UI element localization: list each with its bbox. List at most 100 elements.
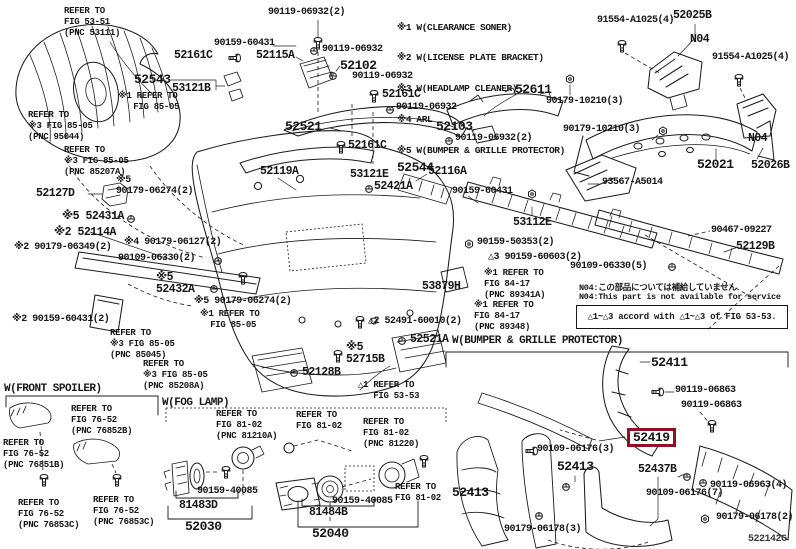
variant-legend: ※1 W(CLEARANCE SONER) ※2 W(LICENSE PLATE… (397, 2, 565, 177)
part-label: 90159-60431 (214, 38, 275, 49)
part-label: 52103 (436, 119, 473, 134)
part-label: ※1 REFER TO FIG 84-17 (PNC 89341A) (484, 268, 546, 300)
accord-note-box: △1~△3 accord with △1~△3 of FIG 53-53. (576, 305, 788, 329)
part-label: 52128B (302, 366, 341, 379)
part-label: ※5 90179-06274(2) (116, 175, 194, 197)
legend-item: ※1 W(CLEARANCE SONER) (397, 21, 512, 33)
part-label: 52161C (348, 139, 387, 152)
part-label: 90179-10210(3) (563, 124, 641, 135)
part-label: 90119-06932 (352, 71, 413, 82)
part-label: 52521 (285, 119, 322, 134)
part-label: 52413 (557, 459, 594, 474)
part-label: N04 (748, 132, 768, 145)
part-label: 52116A (428, 165, 467, 178)
part-label: 90109-06330(5) (570, 261, 648, 272)
part-label: 90119-06932(2) (455, 133, 533, 144)
part-label: 90119-06932 (396, 102, 457, 113)
part-label: 90159-40085 (197, 486, 258, 497)
part-label: 90119-06863 (681, 400, 742, 411)
legend-item: ※2 W(LICENSE PLATE BRACKET) (397, 52, 544, 64)
part-label: 90159-60431 (452, 186, 513, 197)
part-label: 90119-06963(4) (710, 480, 788, 491)
part-label: REFER TO FIG 81-02 (PNC 81210A) (216, 409, 278, 441)
part-label: 52544 (397, 160, 434, 175)
part-label: 52030 (185, 519, 222, 534)
part-label: ※1 REFER TO FIG 85-05 (118, 91, 180, 112)
part-label: REFER TO FIG 81-02 (296, 410, 342, 431)
part-label: 93567-A5014 (602, 177, 663, 188)
legend-item: ※5 W(BUMPER & GRILLE PROTECTOR) (397, 145, 565, 157)
part-label: 52161C (382, 88, 421, 101)
part-label: 91554-A1025(4) (712, 52, 790, 63)
part-label: 53121E (350, 168, 389, 181)
part-label: REFER TO FIG 76-52 (PNC 76853C) (93, 495, 155, 527)
part-label: 90159-40085 (332, 496, 393, 507)
part-label: REFER TO ※3 FIG 85-05 (PNC 85045) (110, 328, 175, 360)
part-label: REFER TO ※3 FIG 85-05 (PNC 95044) (28, 110, 93, 142)
part-label: △2 52491-60010(2) (368, 316, 462, 327)
part-label: REFER TO ※3 FIG 85-05 (PNC 85207A) (64, 145, 129, 177)
part-label: ※2 90159-60431(2) (12, 314, 110, 325)
part-label: 90109-06330(2) (118, 253, 196, 264)
part-label: 91554-A1025(4) (597, 15, 675, 26)
part-label: 53121B (172, 82, 211, 95)
part-label: 52119A (260, 165, 299, 178)
part-label: 52521A (410, 333, 449, 346)
part-label: REFER TO FIG 76-52 (PNC 76852B) (71, 404, 133, 436)
part-label: 52021 (697, 157, 734, 172)
part-label: 90467-09227 (711, 225, 772, 236)
part-label: 52543 (134, 72, 171, 87)
part-label: △1 REFER TO FIG 53-53 (358, 380, 420, 401)
part-label: 52026B (751, 159, 790, 172)
part-label: 81483D (179, 499, 218, 512)
part-label: 52421A (374, 180, 413, 193)
figure-code: 522142G (748, 534, 787, 545)
part-label: REFER TO FIG 76-52 (PNC 76851B) (3, 438, 65, 470)
part-label: 52413 (452, 485, 489, 500)
part-label: N04 (690, 33, 710, 46)
part-label: 90179-10210(3) (546, 96, 624, 107)
section-fog-lamp-header: W(FOG LAMP) (162, 397, 230, 409)
part-label-52419-highlighted: 52419 (627, 428, 676, 447)
part-label: ※5 52431A (62, 210, 124, 223)
part-label: ※1 REFER TO FIG 85-05 (200, 309, 260, 330)
part-label: REFER TO FIG 76-52 (PNC 76853C) (18, 498, 80, 530)
part-label: 52127D (36, 187, 75, 200)
note-jp: N04:この部品については補給していません (579, 283, 737, 293)
part-label: 90109-06176(3) (537, 444, 615, 455)
part-label: 52161C (174, 49, 213, 62)
part-label: 90119-06932 (322, 44, 383, 55)
part-label: 90179-06178(3) (504, 524, 582, 535)
part-label: REFER TO FIG 81-02 (395, 482, 441, 503)
part-label: 90119-06932(2) (268, 7, 346, 18)
section-bumper-protector-header: W(BUMPER & GRILLE PROTECTOR) (452, 335, 623, 347)
part-label: 52611 (515, 82, 552, 97)
part-label: 52411 (651, 355, 688, 370)
part-label: 52040 (312, 526, 349, 541)
note-en: N04:This part is not available for servi… (579, 292, 781, 302)
part-label: ※2 52114A (54, 226, 116, 239)
part-label: 81484B (309, 506, 348, 519)
legend-item: ※4 ARL (397, 114, 433, 126)
part-label: ※5 52432A (156, 271, 195, 297)
part-label: 53879H (422, 280, 461, 293)
part-label: ※2 90179-06349(2) (14, 242, 112, 253)
legend-item: ※3 W(HEADLAMP CLEANER) (397, 83, 518, 95)
part-label: ※5 52715B (346, 341, 385, 367)
part-label: REFER TO FIG 53-51 (PNC 53111) (64, 6, 121, 38)
part-label: ※4 90179-06127(2) (124, 237, 222, 248)
part-label: REFER TO ※3 FIG 85-05 (PNC 85208A) (143, 359, 208, 391)
part-label: 53112E (513, 216, 552, 229)
part-label: ※1 REFER TO FIG 84-17 (PNC 89348) (474, 300, 534, 332)
part-label: 90109-06176(7) (646, 488, 724, 499)
section-front-spoiler-header: W(FRONT SPOILER) (4, 383, 102, 395)
part-label: 52437B (638, 463, 677, 476)
part-label: 90119-06863 (675, 385, 736, 396)
part-label: △3 90159-60603(2) (488, 252, 582, 263)
part-label: 52115A (256, 49, 295, 62)
part-label: 90179-06178(2) (716, 512, 794, 523)
part-label: 52102 (340, 58, 377, 73)
